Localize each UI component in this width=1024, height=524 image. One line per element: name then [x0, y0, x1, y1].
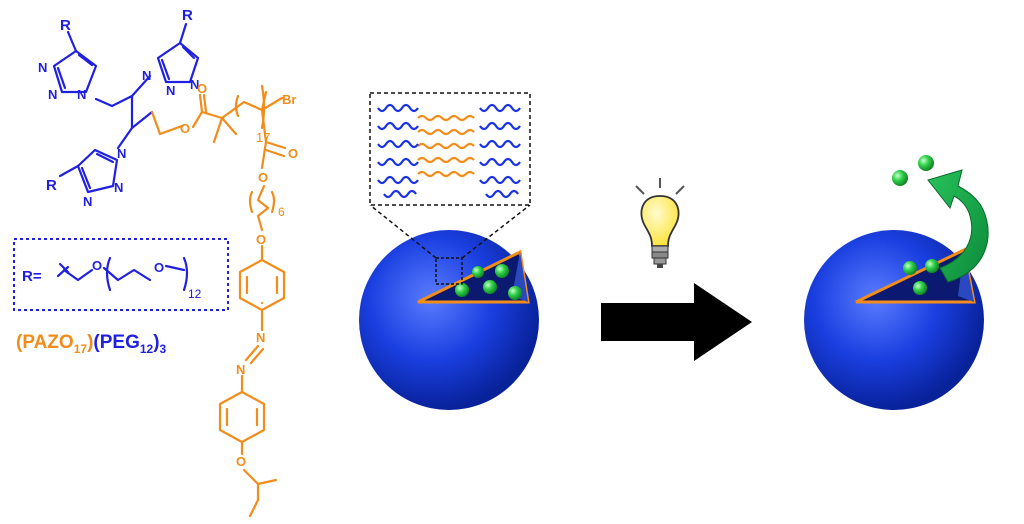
cargo-sphere: [455, 283, 469, 297]
atom-o: O: [180, 121, 190, 136]
cargo-sphere: [903, 261, 917, 275]
atom-n: N: [256, 330, 265, 345]
atom-o: O: [154, 260, 164, 275]
formula-peg-close: ): [153, 332, 159, 353]
atom-o: O: [92, 258, 102, 273]
core-linkers: [94, 74, 154, 150]
atom-n: N: [77, 87, 86, 102]
atom-n: N: [190, 77, 199, 92]
triazole-ring-top-left: R N N N: [38, 17, 98, 102]
spacer-subscript-6: 6: [278, 205, 285, 219]
released-cargo-sphere: [918, 155, 934, 171]
cargo-sphere: [508, 286, 522, 300]
triazole-ring-bottom-left: R N N N: [46, 146, 126, 209]
zoom-inset: [369, 92, 531, 206]
atom-br: Br: [282, 92, 296, 107]
formula-pazo-close: ): [87, 332, 93, 353]
atom-o: O: [258, 170, 268, 185]
light-bulb-icon: [635, 178, 685, 268]
triazole-ring-top-right: R N N N: [142, 7, 199, 98]
peg-subscript-12: 12: [188, 287, 202, 301]
formula-pazo-sub: 17: [74, 342, 88, 356]
atom-o: O: [288, 146, 298, 161]
atom-o: O: [256, 232, 266, 247]
r-definition-prefix: R=: [22, 268, 42, 285]
zoom-region: [435, 257, 463, 285]
atom-n: N: [38, 60, 47, 75]
cargo-sphere: [472, 266, 484, 278]
atom-o: O: [197, 81, 207, 96]
formula-count-sub: 3: [160, 342, 167, 356]
released-cargo-sphere: [892, 170, 908, 186]
loaded-micelle: [359, 92, 539, 410]
formula-peg-open: (PEG: [93, 332, 139, 353]
atom-n: N: [114, 180, 123, 195]
atom-r: R: [46, 177, 57, 194]
cargo-sphere: [495, 264, 509, 278]
atom-n: N: [117, 146, 126, 161]
atom-n: N: [48, 87, 57, 102]
released-micelle: [804, 155, 984, 410]
atom-r: R: [182, 7, 193, 24]
atom-n: N: [166, 83, 175, 98]
cargo-sphere: [913, 281, 927, 295]
backbone: O O Br 17 O O 6 O: [150, 81, 298, 518]
r-definition-box: R= O O 12: [13, 238, 229, 311]
chemical-structure: R N N N R N N N R N N N: [13, 7, 298, 518]
atom-n: N: [142, 68, 151, 83]
curved-arrow-icon: [927, 169, 989, 283]
atom-o: O: [236, 454, 246, 469]
right-arrow-icon: [601, 283, 752, 361]
polymer-formula-label: (PAZO17)(PEG12)3: [16, 332, 167, 356]
cargo-sphere: [483, 280, 497, 294]
atom-r: R: [60, 17, 71, 34]
formula-pazo-open: (PAZO: [16, 332, 74, 353]
atom-n: N: [236, 362, 245, 377]
formula-peg-sub: 12: [140, 342, 154, 356]
atom-n: N: [83, 194, 92, 209]
cargo-sphere: [925, 259, 939, 273]
